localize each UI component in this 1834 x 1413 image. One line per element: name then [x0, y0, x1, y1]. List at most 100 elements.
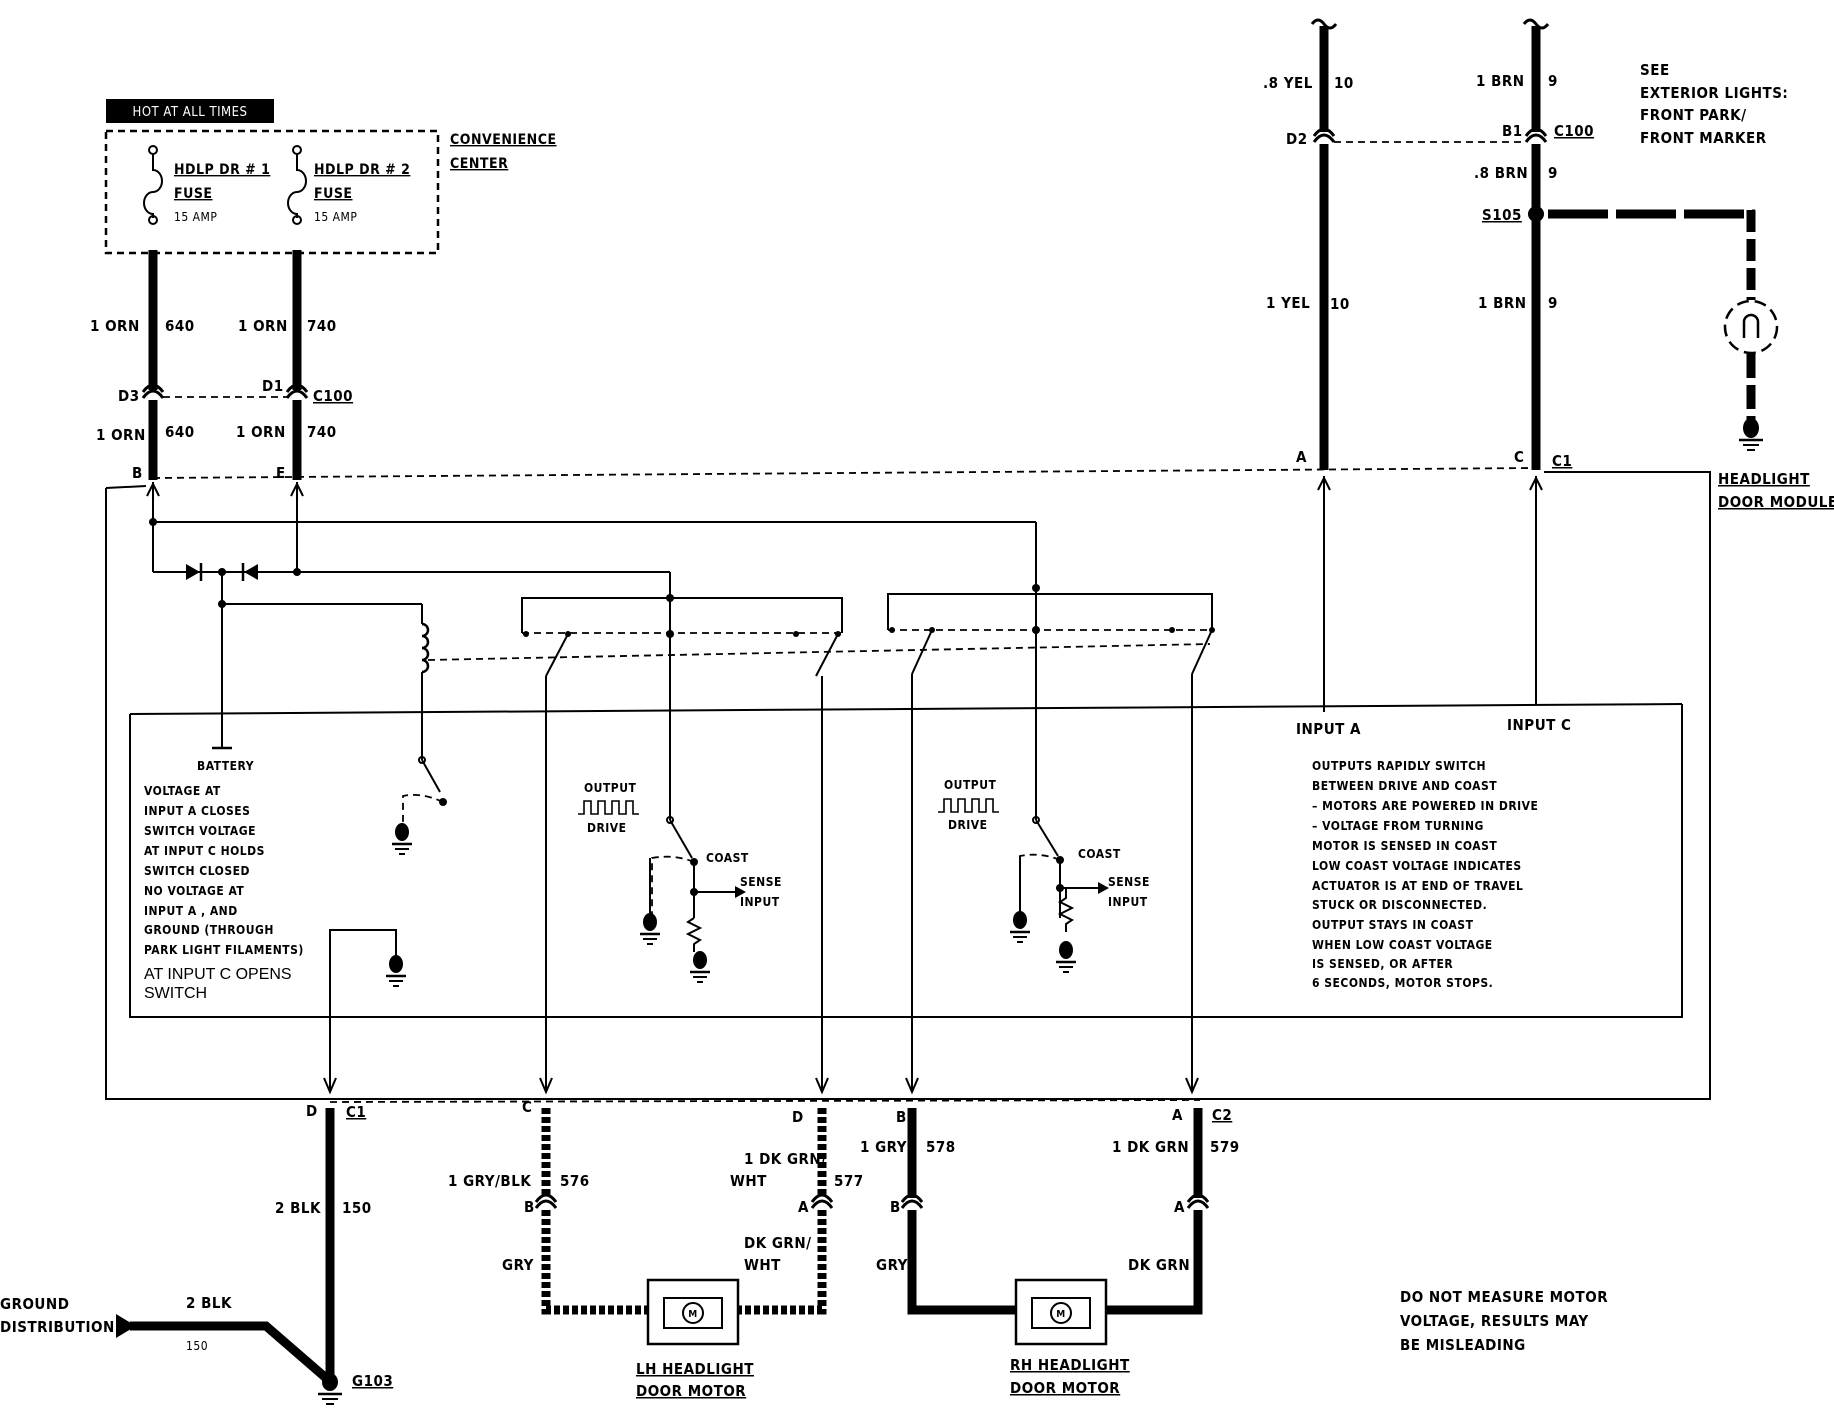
fuse2-bottom-terminal [292, 215, 302, 225]
connector-c100-label: C100 [313, 387, 353, 405]
warning-note-1: DO NOT MEASURE MOTOR [1400, 1288, 1608, 1306]
hot-label-box [106, 99, 274, 123]
diode-1 [186, 563, 203, 581]
pin-mot-a-right: A [1174, 1198, 1185, 1216]
diode-2 [241, 563, 258, 581]
w9-mid-gauge: .8 BRN [1474, 164, 1528, 182]
svg-text:INPUT A CLOSES: INPUT A CLOSES [144, 804, 250, 818]
svg-text:SWITCH VOLTAGE: SWITCH VOLTAGE [144, 824, 256, 838]
connector-lh-a [810, 1193, 834, 1209]
gry-right-label: GRY [876, 1256, 908, 1274]
pin-c-top: C [1514, 448, 1524, 466]
w10-lower-circuit: 10 [1330, 295, 1350, 313]
rh-sense-resistor [1057, 888, 1075, 932]
module-outline [105, 471, 1711, 1100]
left-description: VOLTAGE AT INPUT A CLOSES SWITCH VOLTAGE… [144, 784, 304, 1002]
c2-dashline [329, 1099, 1201, 1103]
svg-text:INPUT A , AND: INPUT A , AND [144, 904, 238, 918]
lh-pulse-icon [578, 800, 639, 815]
svg-text:6 SECONDS, MOTOR STOPS.: 6 SECONDS, MOTOR STOPS. [1312, 976, 1493, 990]
w10-upper-circuit: 10 [1334, 74, 1354, 92]
pin-d3: D3 [118, 387, 140, 405]
pin-b-top: B [132, 464, 143, 482]
w740-upper-gauge: 1 ORN [238, 317, 288, 335]
fuse1-rating: 15 AMP [174, 210, 217, 224]
w9-mid-circuit: 9 [1548, 164, 1558, 182]
rh-motor-symbol: M [1056, 1309, 1065, 1320]
pin-a-top: A [1296, 448, 1307, 466]
fuse1-bottom-terminal [148, 215, 158, 225]
module-label-2: DOOR MODULE [1718, 493, 1834, 511]
svg-text:IS SENSED, OR AFTER: IS SENSED, OR AFTER [1312, 957, 1453, 971]
dkgrn-wht-label-1: DK GRN/ [744, 1234, 812, 1252]
relay-actuator-line [427, 643, 1211, 661]
wire-ground-distribution [130, 1321, 329, 1382]
dkgrn-wht-label-2: WHT [744, 1256, 781, 1274]
w578-circuit: 578 [926, 1138, 956, 1156]
w640-lower-circuit: 640 [165, 423, 195, 441]
svg-text:MOTOR IS SENSED IN COAST: MOTOR IS SENSED IN COAST [1312, 839, 1497, 853]
c1-top-dashline [152, 467, 1537, 479]
lh-motor-symbol: M [688, 1309, 697, 1320]
svg-text:VOLTAGE AT: VOLTAGE AT [144, 784, 221, 798]
pin-e-top: E [276, 464, 286, 482]
lh-motor-icon [682, 1302, 704, 1324]
pin-mot-a-left: A [798, 1198, 809, 1216]
w9-upper-gauge: 1 BRN [1476, 72, 1525, 90]
lh-coast-ground-icon [640, 913, 660, 945]
pin-b-bot: B [896, 1108, 907, 1126]
fuse2-symbol [287, 154, 307, 218]
inner-panel-top [129, 703, 1683, 715]
park-lamp-icon [1723, 299, 1779, 355]
w577-circuit: 577 [834, 1172, 864, 1190]
rh-motor-icon [1050, 1302, 1072, 1324]
ground-distribution-label-1: GROUND [0, 1295, 69, 1313]
rh-coast-ground-icon [1010, 911, 1030, 943]
connector-b1 [1524, 127, 1548, 143]
connector-d3 [141, 383, 165, 399]
lh-sense-resistor [685, 917, 703, 952]
see-note-2: EXTERIOR LIGHTS: [1640, 84, 1788, 102]
rh-sense-label-2: INPUT [1108, 895, 1148, 909]
pin-mot-b-left: B [524, 1198, 535, 1216]
wire-gry-right [907, 1210, 1016, 1315]
fuse2-label-2: FUSE [314, 186, 353, 202]
lh-sense-label-2: INPUT [740, 895, 780, 909]
ground-wire-gauge: 2 BLK [186, 1294, 232, 1312]
svg-text:SWITCH CLOSED: SWITCH CLOSED [144, 864, 250, 878]
connector-c2-label: C2 [1212, 1106, 1232, 1124]
fuse1-symbol [143, 154, 163, 218]
rh-sense-label-1: SENSE [1108, 875, 1150, 889]
ground-g103-label: G103 [352, 1372, 393, 1390]
wire-10-break [1310, 18, 1338, 30]
w740-upper-circuit: 740 [307, 317, 337, 335]
relay-ground-icon [392, 823, 412, 855]
convenience-center-label-1: CONVENIENCE [450, 132, 557, 148]
input-a-label: INPUT A [1296, 720, 1361, 738]
rh-pulse-icon [938, 798, 999, 813]
w9-upper-circuit: 9 [1548, 72, 1558, 90]
svg-text:AT INPUT C OPENS: AT INPUT C OPENS [144, 966, 292, 983]
lamp-ground-icon [1739, 418, 1763, 451]
fuse1-label-1: HDLP DR # 1 [174, 162, 270, 178]
see-note-1: SEE [1640, 61, 1670, 79]
lh-sense-label-1: SENSE [740, 875, 782, 889]
pin-d-bot: D [306, 1102, 318, 1120]
lh-switch-left [545, 633, 569, 677]
fuse1-label-2: FUSE [174, 186, 213, 202]
wire-dkgrn-wht [738, 1210, 827, 1315]
svg-text:– MOTORS ARE POWERED IN DRIVE: – MOTORS ARE POWERED IN DRIVE [1312, 799, 1538, 813]
lh-sense-ground-icon [690, 951, 710, 983]
warning-note-3: BE MISLEADING [1400, 1336, 1526, 1354]
svg-text:PARK LIGHT FILAMENTS): PARK LIGHT FILAMENTS) [144, 943, 304, 957]
w640-lower-gauge: 1 ORN [96, 426, 146, 444]
svg-text:OUTPUT STAYS IN COAST: OUTPUT STAYS IN COAST [1312, 918, 1474, 932]
w9-lower-circuit: 9 [1548, 294, 1558, 312]
right-description: OUTPUTS RAPIDLY SWITCH BETWEEN DRIVE AND… [1312, 759, 1538, 990]
rh-switch-left [911, 629, 933, 675]
wire-dkgrn-right [1106, 1210, 1203, 1315]
ground-distribution-arrow [116, 1314, 136, 1338]
w740-lower-gauge: 1 ORN [236, 423, 286, 441]
connector-c100-top-label: C100 [1554, 122, 1594, 140]
